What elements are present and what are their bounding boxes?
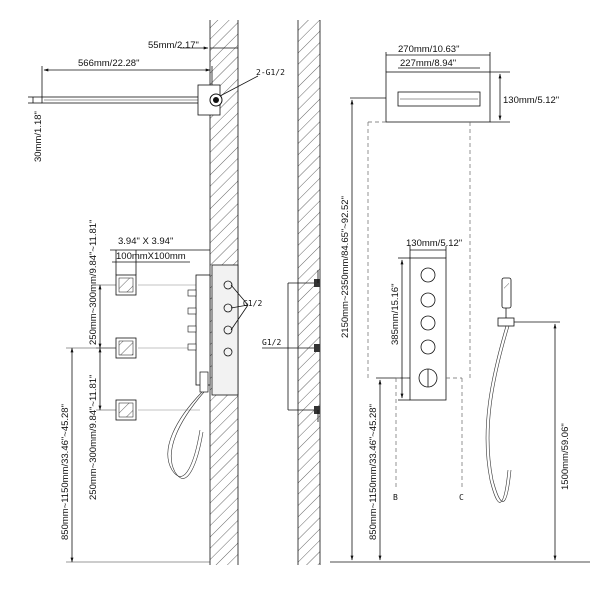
valve-height-label: 850mm~1150mm/33.46"~45.28" [60, 404, 71, 540]
panel-inlet-label: G1/2 [262, 338, 281, 347]
body-jet-pipework [287, 270, 320, 422]
head-height-label: 2150mm~2350mm/84.65"~92.52" [340, 196, 351, 338]
wall-offset-label: 55mm/2.17" [148, 40, 199, 51]
body-jet-bottom [115, 399, 200, 421]
hand-shower-height-label: 1500mm/59.06" [560, 423, 571, 490]
valve-panel-front [409, 257, 447, 401]
jet-size-in-label: 3.94" X 3.94" [118, 236, 173, 247]
jet-spacing-top-label: 250mm~300mm/9.84"~11.81" [88, 220, 99, 345]
panel-width-label: 130mm/5.12" [406, 238, 462, 249]
valve-inlet-label: G1/2 [243, 299, 262, 308]
valve-body-side [187, 264, 239, 396]
jet-spacing-bottom-label: 250mm~300mm/9.84"~11.81" [88, 375, 99, 500]
panel-height-label: 385mm/15.16" [390, 284, 401, 345]
right-wall [298, 20, 320, 565]
head-width-outer-label: 270mm/10.63" [398, 44, 459, 55]
arm-length-label: 566mm/22.28" [78, 58, 139, 69]
rain-head-side [41, 84, 223, 116]
head-depth-label: 130mm/5.12" [503, 95, 559, 106]
pipe-label-c: C [459, 493, 464, 502]
body-jet-middle [115, 337, 200, 359]
hand-shower-front [485, 277, 515, 503]
body-jet-top [115, 274, 200, 296]
panel-floor-height-label: 850mm~1150mm/33.46"~45.28" [368, 404, 379, 540]
head-thickness-label: 30mm/1.18" [33, 111, 44, 162]
pipe-label-b: B [393, 493, 398, 502]
jet-size-mm-label: 100mmX100mm [116, 251, 186, 262]
hand-shower-side [167, 371, 209, 479]
head-width-inner-label: 227mm/8.94" [400, 58, 456, 69]
rain-head-front [385, 71, 491, 123]
inlet-label: 2-G1/2 [256, 68, 285, 77]
